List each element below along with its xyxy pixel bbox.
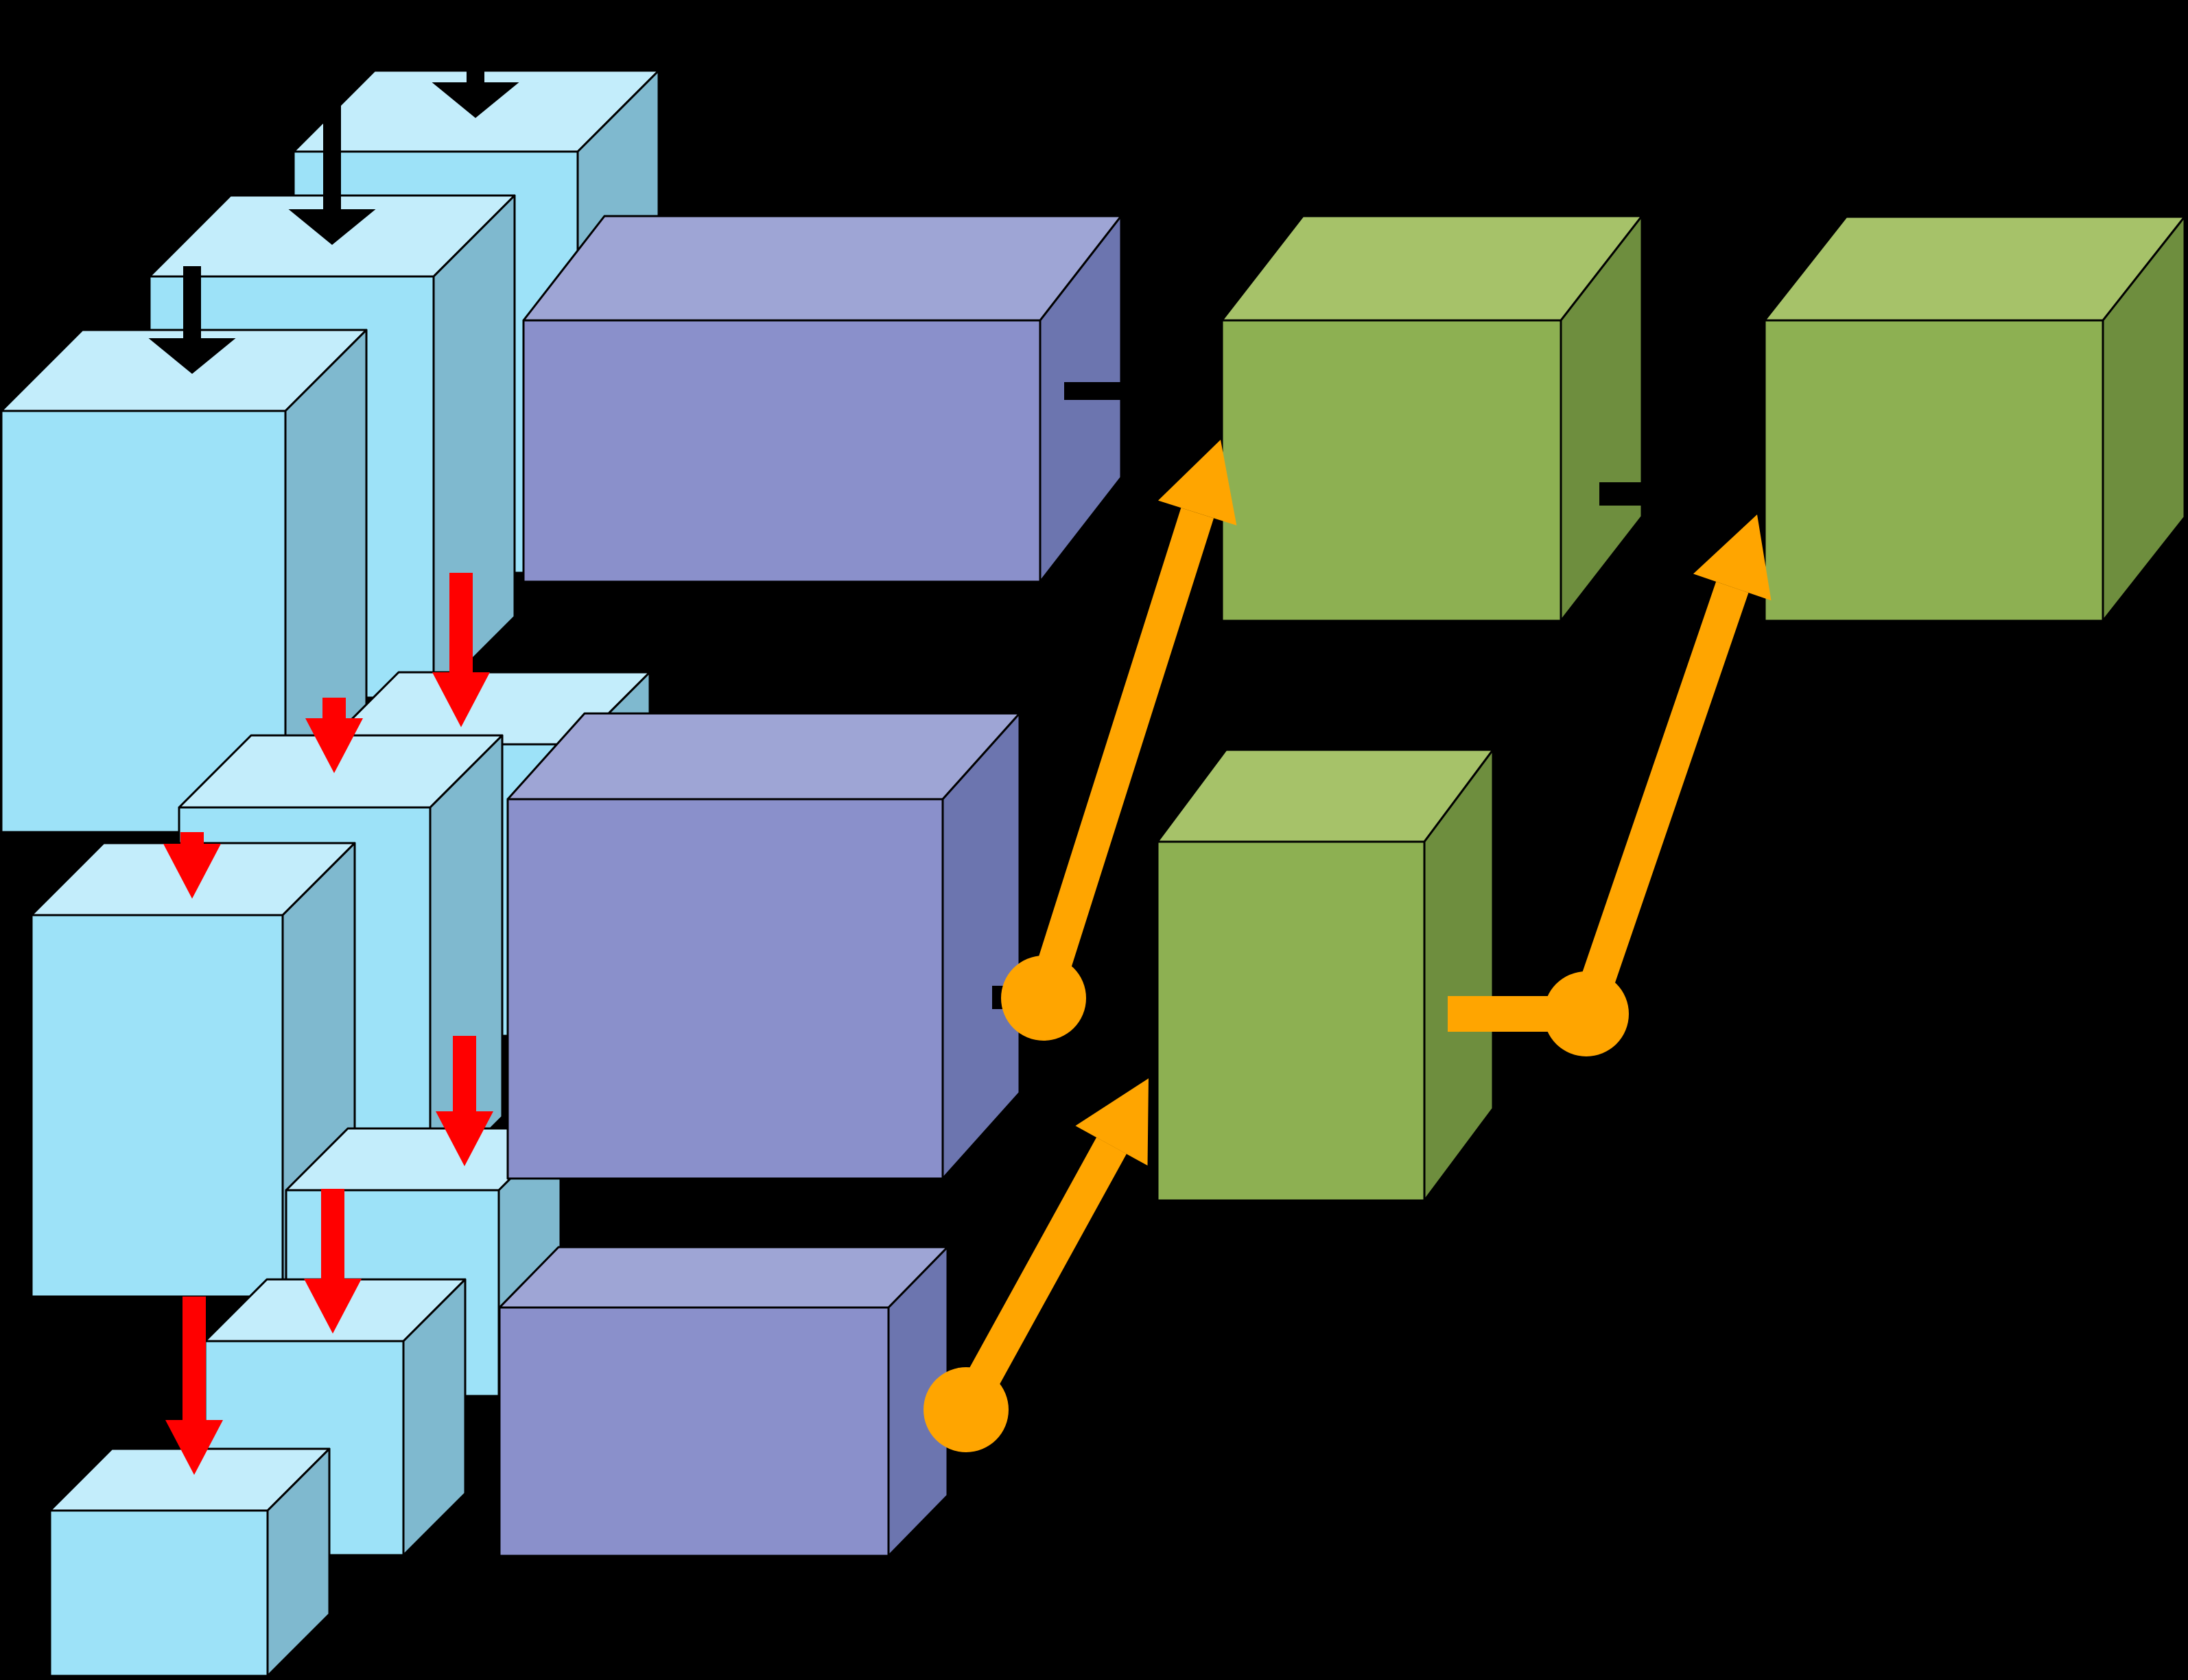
purple-feature-box-small-front-face	[498, 1306, 890, 1557]
green-output-box-large-front-face	[1221, 319, 1562, 622]
input-arrow-front	[148, 266, 236, 374]
downsample-arrow-level2-middle	[304, 1189, 362, 1334]
green-output-box-medium	[1156, 748, 1494, 1202]
downsample-arrow-level1-front	[163, 832, 221, 899]
input-arrow-middle	[288, 103, 376, 245]
skip-link-purple-small-to-green-medium	[924, 1078, 1149, 1452]
purple-feature-box-large	[522, 215, 1122, 583]
skip-link-purple-medium-to-green-large-arrowhead	[1157, 440, 1237, 525]
purple-feature-box-large-front-face	[522, 319, 1042, 583]
downsample-arrow-level1-back	[432, 573, 490, 727]
skip-link-green-medium-to-green-final-arrowhead	[1693, 514, 1772, 601]
green-output-box-medium-front-face	[1156, 840, 1426, 1202]
blue-frame-stack-small-front-box-front-face	[49, 1509, 269, 1677]
downsample-arrow-level2-front	[165, 1297, 223, 1475]
purple-feature-box-medium-top-face	[506, 712, 1021, 801]
blue-frame-stack-large-front-box	[0, 329, 368, 833]
skip-link-purple-small-to-green-medium-line	[951, 1137, 1127, 1419]
skip-link-green-medium-to-green-final	[1544, 514, 1772, 1056]
skip-link-purple-small-to-green-medium-arrowhead	[1075, 1078, 1149, 1166]
purple-feature-box-large-top-face	[522, 215, 1122, 322]
skip-link-purple-medium-to-green-large-line	[1027, 508, 1214, 1004]
connector-stub-purple-large	[1064, 382, 1124, 400]
green-output-box-large	[1221, 215, 1643, 622]
blue-frame-stack-medium-front-box	[30, 842, 356, 1298]
purple-feature-box-medium-front-face	[506, 798, 944, 1180]
skip-link-purple-medium-to-green-large-ball	[1001, 956, 1086, 1041]
purple-feature-box-medium	[506, 712, 1021, 1180]
blue-frame-stack-small-front-box	[49, 1447, 331, 1677]
skip-link-purple-small-to-green-medium-ball	[924, 1367, 1009, 1452]
downsample-arrow-level1-middle	[305, 698, 363, 773]
green-output-box-final	[1763, 215, 2186, 622]
skip-link-green-medium-to-green-final-ball	[1544, 971, 1629, 1056]
purple-feature-box-small-top-face	[498, 1246, 949, 1309]
downsample-arrow-level2-back	[436, 1036, 493, 1166]
blue-frame-stack-large-middle-box-side-face	[432, 194, 516, 699]
connector-stub-green-medium	[1448, 996, 1557, 1032]
skip-link-purple-medium-to-green-large	[1001, 440, 1237, 1041]
green-output-box-final-front-face	[1763, 319, 2104, 622]
blue-frame-stack-medium-front-box-front-face	[30, 914, 284, 1298]
purple-feature-box-small	[498, 1246, 949, 1557]
input-arrow-back	[432, 31, 519, 118]
skip-link-green-medium-to-green-final-line	[1570, 581, 1749, 1020]
connector-stub-green-large	[1599, 482, 1646, 506]
